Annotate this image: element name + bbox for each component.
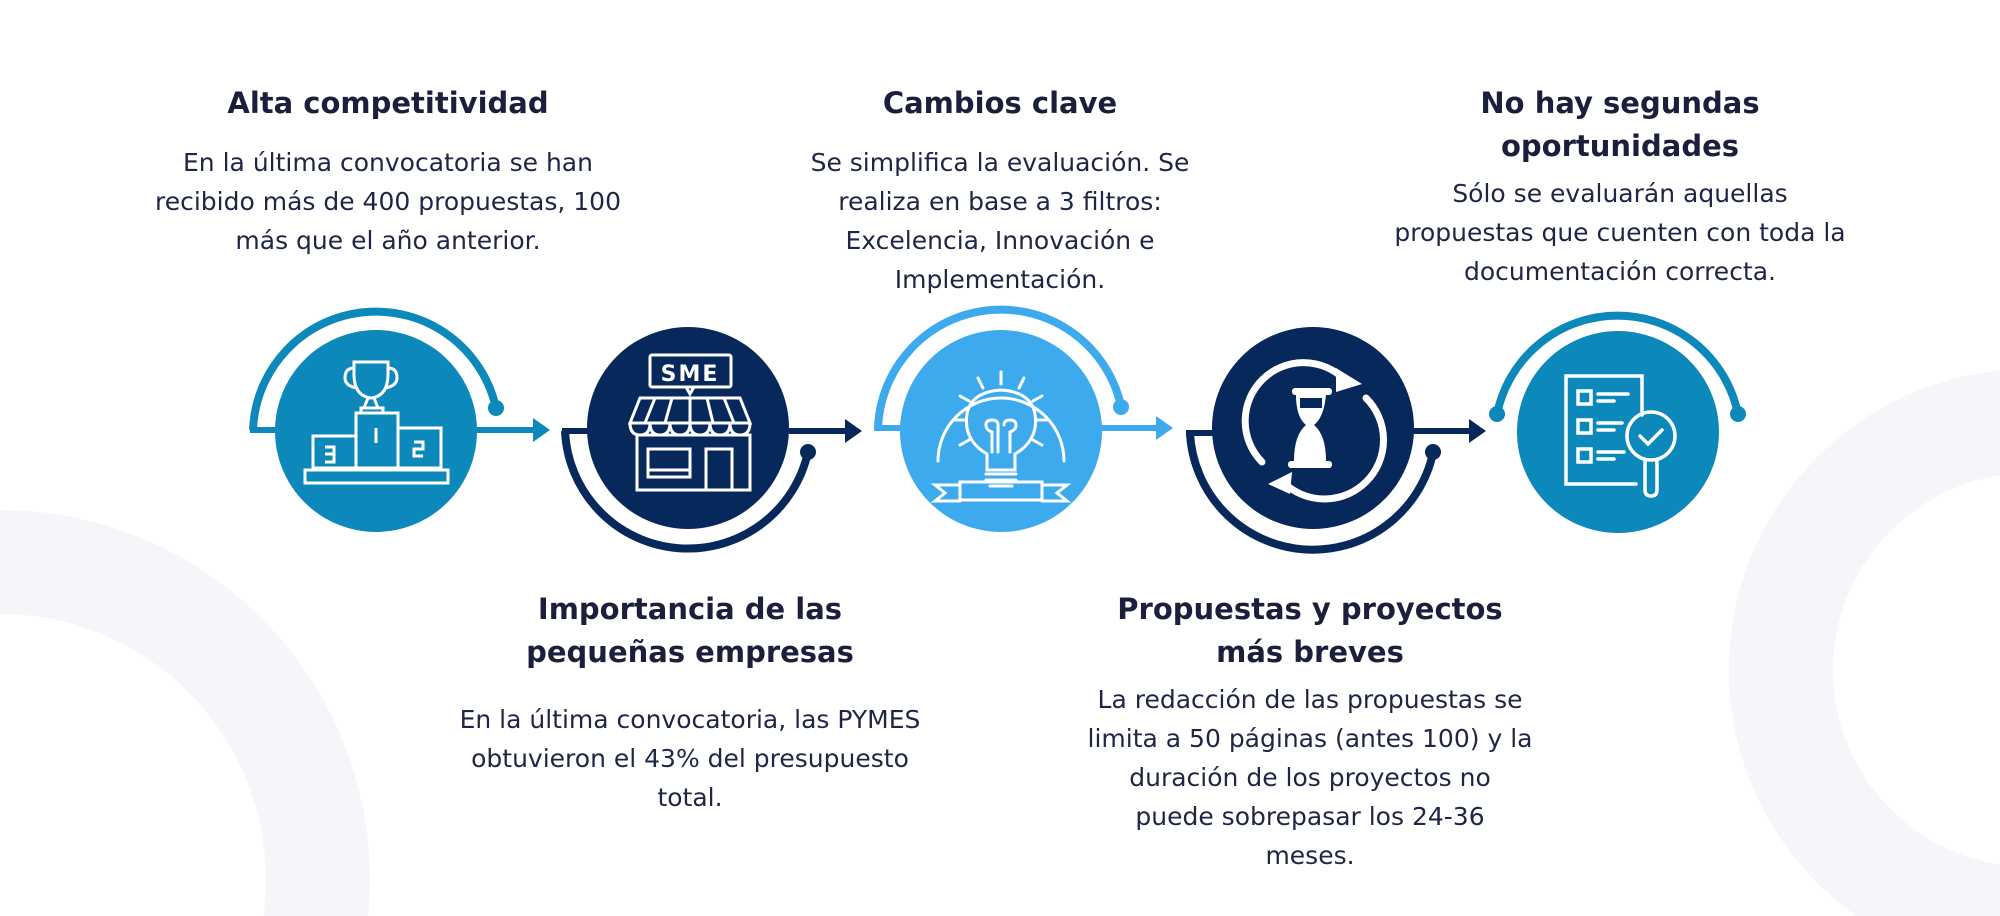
sme-store-icon	[627, 353, 753, 492]
step-1-text: Alta competitividad En la última convoca…	[128, 82, 648, 260]
step-1-arc	[249, 307, 500, 431]
step-5-title: No hay segundas oportunidades	[1480, 86, 1760, 163]
hourglass-cycle-icon	[1241, 359, 1388, 503]
step-3-description: Se simplifica la evaluación. Se realiza …	[810, 148, 1190, 294]
step-1-title: Alta competitividad	[227, 86, 549, 120]
hourglass-icon	[1288, 388, 1332, 468]
step-3-arc-end-dot	[1113, 399, 1129, 415]
step-4-description: La redacción de las propuestas se limita…	[1087, 685, 1533, 870]
bg-ring-left	[0, 510, 370, 916]
step-4-arrowhead-icon	[1469, 419, 1486, 443]
step-3-arc	[874, 305, 1125, 429]
trophy-podium-icon	[303, 360, 450, 485]
cycle-arrowhead-bottom-icon	[1268, 472, 1292, 494]
step-3-text: Cambios clave Se simplifica la evaluació…	[760, 82, 1240, 299]
step-5-arc	[1493, 311, 1742, 415]
step-4-title: Propuestas y proyectos más breves	[1117, 592, 1503, 669]
step-4-arc-end-dot	[1425, 444, 1441, 460]
step-5-node	[1489, 311, 1746, 533]
step-2-description: En la última convocatoria, las PYMES obt…	[459, 705, 921, 812]
step-4-arc	[1186, 432, 1437, 554]
step-3-arrowhead-icon	[1156, 416, 1173, 440]
checklist-magnifier-icon	[1564, 374, 1677, 498]
sme-label: SME	[661, 362, 720, 387]
step-1-node	[249, 307, 550, 532]
step-3-node	[874, 305, 1173, 532]
step-1-arc-end-dot	[488, 400, 504, 416]
cycle-arrowhead-top-icon	[1336, 368, 1362, 392]
step-2-node: SME	[561, 327, 862, 553]
step-2-arc	[561, 430, 812, 553]
step-2-arrowhead-icon	[845, 419, 862, 443]
step-3-title: Cambios clave	[882, 86, 1118, 120]
step-5-arc-end-dot	[1730, 406, 1746, 422]
step-4-node	[1186, 327, 1486, 554]
lightbulb-idea-icon	[930, 370, 1072, 503]
step-2-arc-end-dot	[800, 444, 816, 460]
step-1-description: En la última convocatoria se han recibid…	[154, 148, 621, 255]
step-2-text: Importancia de las pequeñas empresas En …	[430, 588, 950, 817]
step-5-text: No hay segundas oportunidades Sólo se ev…	[1360, 82, 1880, 291]
step-1-arrowhead-icon	[533, 418, 550, 442]
step-5-circle	[1517, 331, 1719, 533]
step-2-title: Importancia de las pequeñas empresas	[526, 592, 854, 669]
step-3-circle	[900, 330, 1102, 532]
bg-ring-right	[1729, 370, 2000, 916]
step-4-text: Propuestas y proyectos más breves La red…	[1055, 588, 1565, 875]
step-5-arc-start-dot	[1489, 406, 1505, 422]
step-5-description: Sólo se evaluarán aquellas propuestas qu…	[1394, 179, 1846, 286]
